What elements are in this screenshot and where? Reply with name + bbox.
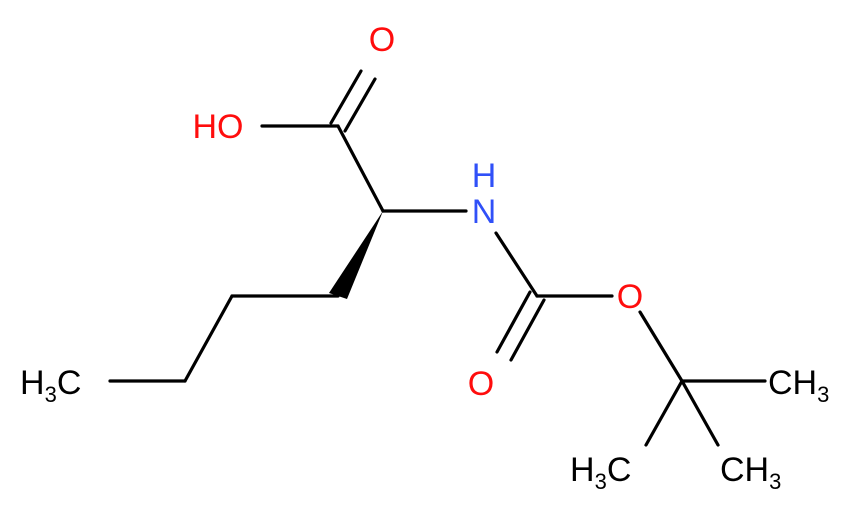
- bond-ester-o-tert: [638, 310, 684, 383]
- methyl-chain-subscript: 3: [45, 382, 57, 407]
- atom-amine-nitrogen: N: [472, 193, 497, 231]
- bond-tert-methyl-bottom-right: [680, 379, 720, 447]
- methyl-bottom-left-h: H: [570, 451, 595, 489]
- atom-methyl-bottom-left: H3C: [570, 451, 631, 494]
- methyl-chain-h: H: [20, 364, 45, 402]
- methyl-right-subscript: 3: [817, 382, 829, 407]
- bond-carboxyl-double-a: [329, 69, 363, 125]
- atom-labels: O HO H N O O H3C CH3 H3C CH3: [20, 21, 829, 494]
- bond-carbamate-double-a: [495, 290, 532, 354]
- atom-carbonyl-oxygen: O: [369, 21, 395, 59]
- methyl-chain-c: C: [57, 364, 82, 402]
- methyl-bottom-left-subscript: 3: [595, 469, 607, 494]
- atom-carbamate-oxygen: O: [468, 365, 494, 403]
- atom-ester-oxygen: O: [617, 278, 643, 316]
- atom-amine-hydrogen: H: [472, 157, 497, 195]
- bond-carboxyl-alpha: [336, 124, 385, 213]
- bond-tert-methyl-bottom-left: [644, 379, 684, 447]
- bond-chain-2: [183, 294, 234, 383]
- methyl-bottom-right-subscript: 3: [769, 469, 781, 494]
- bond-stereo-wedge: [329, 211, 383, 299]
- atom-methyl-right: CH3: [768, 364, 829, 407]
- atom-methyl-chain: H3C: [20, 364, 81, 407]
- methyl-bottom-right-ch: CH: [720, 451, 769, 489]
- methyl-bottom-left-c: C: [607, 451, 632, 489]
- bond-carboxyl-double-b: [343, 77, 377, 133]
- atom-methyl-bottom-right: CH3: [720, 451, 781, 494]
- bond-group: [108, 69, 767, 447]
- bond-n-carbamate: [494, 231, 539, 298]
- atom-hydroxyl: HO: [193, 108, 244, 146]
- methyl-right-ch: CH: [768, 364, 817, 402]
- bond-carbamate-double-b: [509, 298, 546, 362]
